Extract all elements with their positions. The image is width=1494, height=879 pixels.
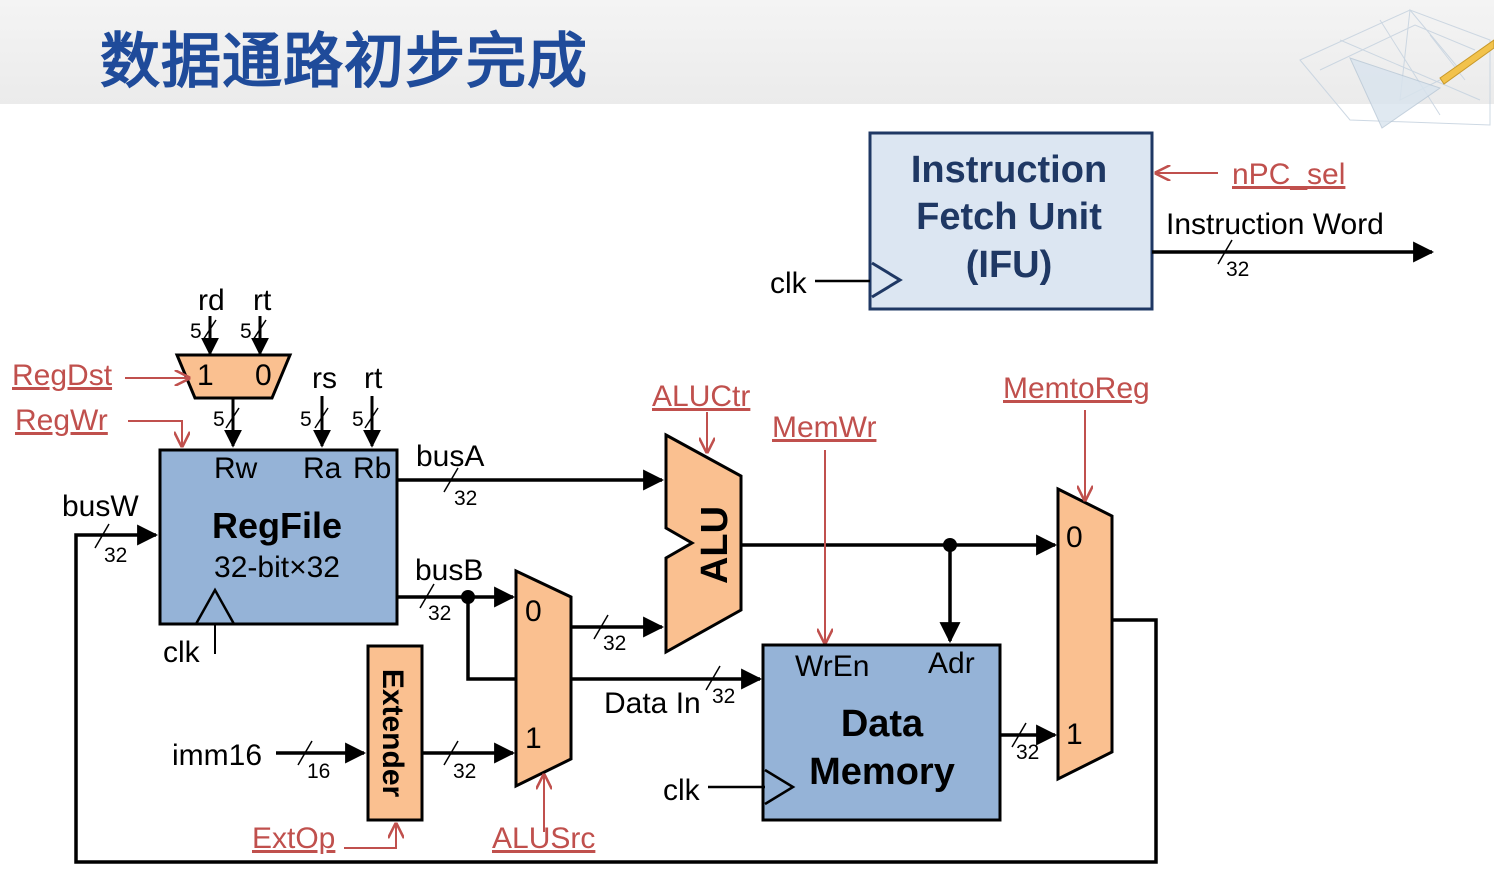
ext-out-width: 32 — [453, 760, 476, 783]
extop-arrow — [344, 824, 396, 849]
alu-unit — [664, 432, 743, 655]
extender-unit: Extender — [366, 644, 424, 822]
regfile-size: 32-bit×32 — [214, 551, 340, 584]
rb-port-label: Rb — [353, 452, 391, 485]
dmem-title-line-1: Data — [841, 703, 924, 745]
wren-port-label: WrEn — [795, 650, 869, 683]
data-memory: WrEn Adr Data Memory — [761, 643, 1002, 822]
regfile-clk-label: clk — [163, 636, 201, 669]
rs-width: 5 — [300, 408, 312, 431]
ra-port-label: Ra — [303, 452, 342, 485]
rt-width: 5 — [240, 320, 252, 343]
memwr-signal: MemWr — [772, 411, 876, 444]
memtoreg-mux-in1: 1 — [1066, 718, 1083, 751]
alu-b-width: 32 — [603, 632, 626, 655]
data-in-width: 32 — [712, 685, 735, 708]
rt-label-mux: rt — [253, 284, 272, 317]
pencil-icon — [1439, 39, 1494, 85]
npc-sel-signal: nPC_sel — [1232, 158, 1345, 191]
register-file: Rw Ra Rb RegFile 32-bit×32 — [158, 448, 399, 626]
rt-label-rb: rt — [364, 362, 383, 395]
alusrc-mux — [514, 568, 573, 789]
extop-signal: ExtOp — [252, 822, 335, 855]
memtoreg-signal: MemtoReg — [1003, 372, 1150, 405]
ifu-label-line-2: Fetch Unit — [916, 196, 1102, 238]
rb-width: 5 — [352, 408, 364, 431]
alusrc-signal: ALUSrc — [492, 822, 595, 855]
data-in-wire — [466, 597, 763, 690]
data-in-label: Data In — [604, 687, 701, 720]
regdst-mux — [174, 353, 293, 400]
drafting-tools-decoration — [1299, 8, 1494, 129]
ifu-clock-triangle-icon — [871, 261, 903, 299]
imm16-width: 16 — [307, 760, 330, 783]
regdst-signal: RegDst — [12, 359, 113, 392]
regfile-clock-triangle-icon — [194, 587, 236, 625]
regfile-title: RegFile — [212, 505, 342, 546]
busa-label: busA — [416, 440, 484, 473]
busw-feedback-wire — [74, 524, 1158, 864]
mem-out-width: 32 — [1016, 741, 1039, 764]
regdst-mux-in1: 1 — [197, 359, 214, 392]
aluctr-signal: ALUCtr — [652, 380, 750, 413]
instruction-word-width: 32 — [1226, 258, 1249, 281]
rw-width: 5 — [213, 408, 225, 431]
regdst-mux-in0: 0 — [255, 359, 272, 392]
busb-width: 32 — [428, 602, 451, 625]
ifu-clk-label: clk — [770, 267, 808, 300]
rd-label: rd — [198, 284, 225, 317]
page-title: 数据通路初步完成 — [100, 27, 588, 97]
alusrc-mux-in0: 0 — [525, 595, 542, 628]
ifu-label-line-1: Instruction — [911, 149, 1107, 191]
memtoreg-mux-in0: 0 — [1066, 521, 1083, 554]
alu-label: ALU — [694, 506, 736, 584]
ifu-label-line-3: (IFU) — [966, 244, 1053, 286]
memtoreg-mux — [1056, 486, 1114, 782]
title-bar: 数据通路初步完成 — [0, 0, 1494, 129]
rs-label: rs — [312, 362, 337, 395]
dmem-title-line-2: Memory — [809, 751, 955, 793]
alusrc-mux-in1: 1 — [525, 722, 542, 755]
triangle-ruler-icon — [1349, 57, 1442, 129]
imm16-label: imm16 — [172, 739, 262, 772]
dmem-clock-triangle-icon — [764, 768, 796, 806]
regwr-signal: RegWr — [15, 404, 108, 437]
adr-port-label: Adr — [928, 647, 975, 680]
bus-width-slash — [1217, 239, 1233, 265]
extender-label: Extender — [376, 669, 409, 798]
busw-width: 32 — [104, 544, 127, 567]
instruction-fetch-unit: Instruction Fetch Unit (IFU) — [868, 131, 1154, 311]
busw-label: busW — [62, 490, 139, 523]
rd-width: 5 — [190, 320, 202, 343]
dmem-clk-label: clk — [663, 774, 701, 807]
regwr-arrow — [128, 420, 182, 446]
busa-width: 32 — [454, 487, 477, 510]
rw-port-label: Rw — [214, 452, 258, 485]
busb-label: busB — [415, 554, 483, 587]
instruction-word-label: Instruction Word — [1166, 208, 1384, 241]
